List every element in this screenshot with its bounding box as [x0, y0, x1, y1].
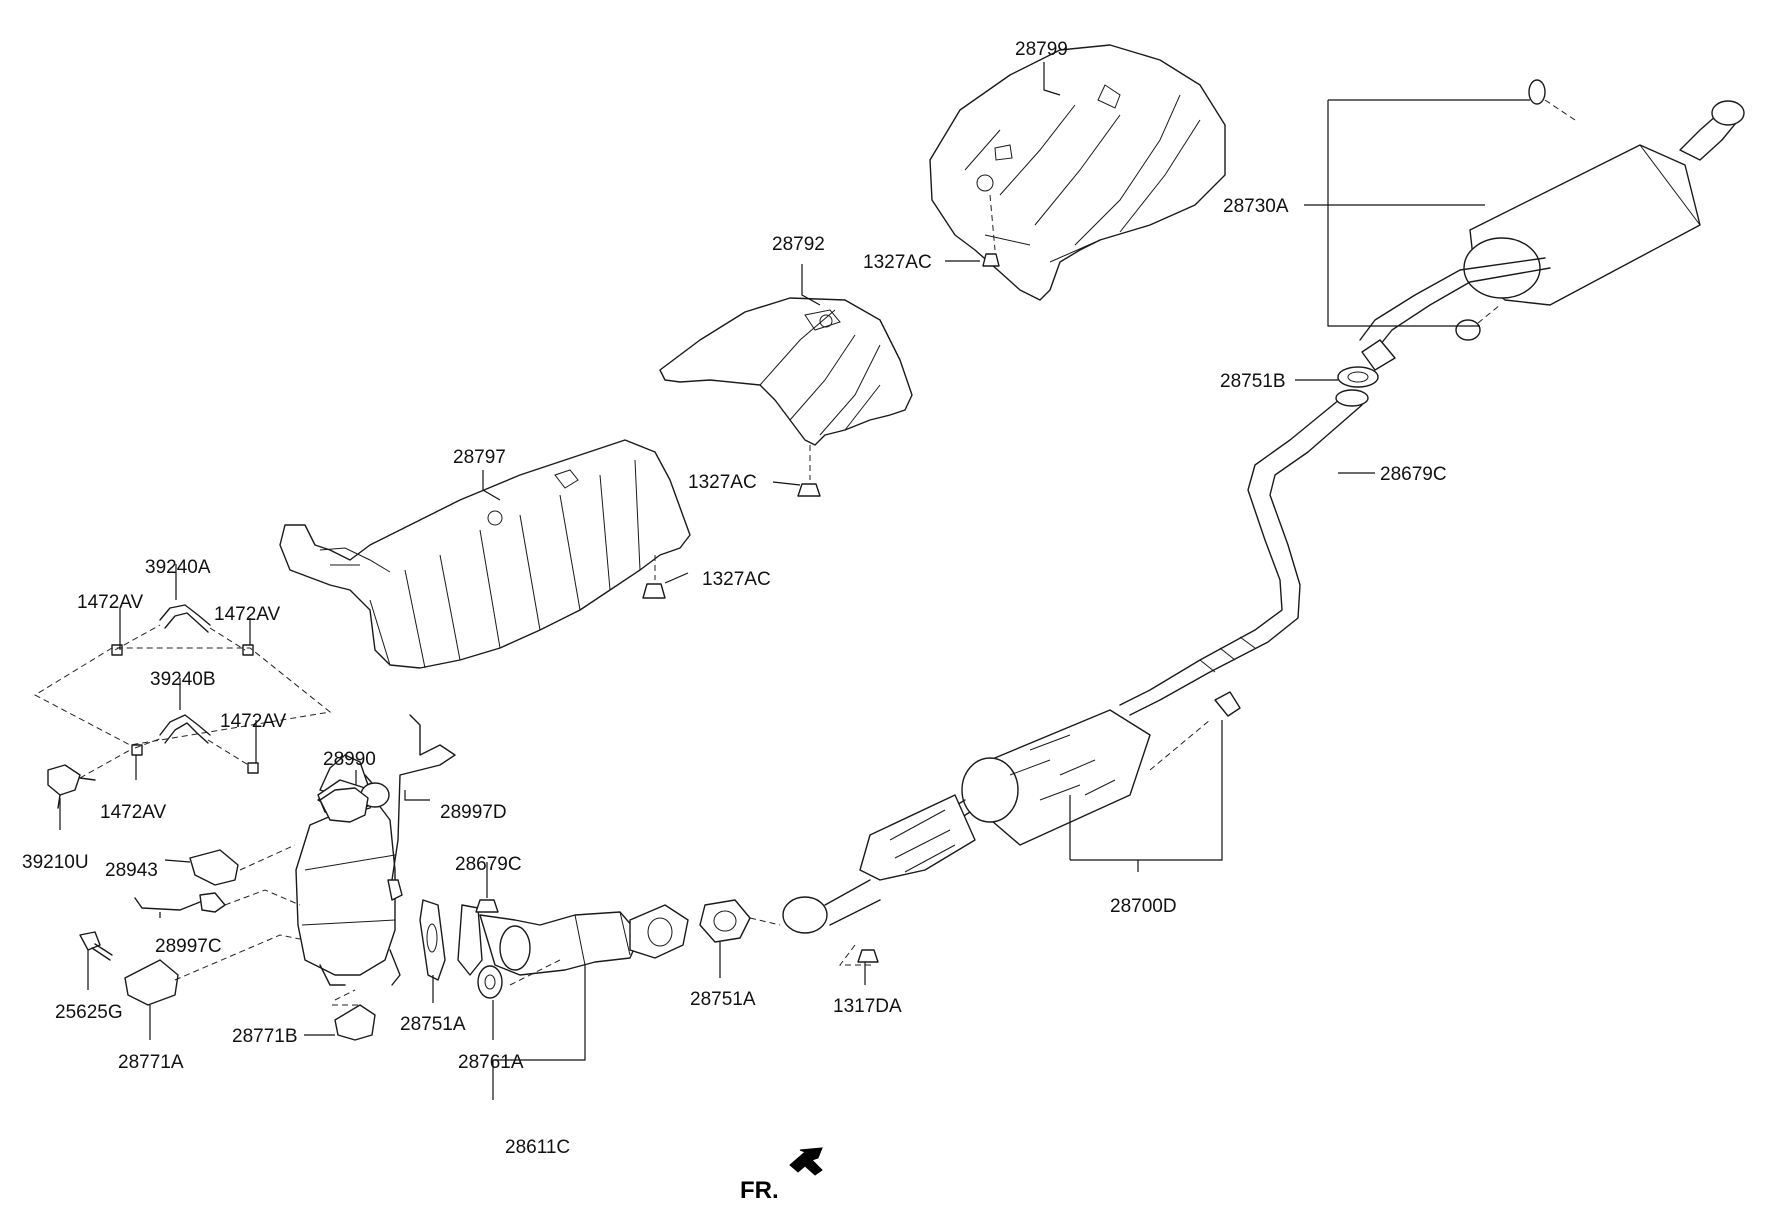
label-39210U: 39210U — [22, 852, 89, 873]
sensor-39210U — [47, 764, 96, 809]
label-28771B: 28771B — [232, 1026, 298, 1047]
pipe-28997D — [387, 714, 456, 901]
label-28751A: 28751A — [690, 989, 756, 1010]
label-28797: 28797 — [453, 447, 506, 468]
bracket-28771A — [124, 959, 179, 1006]
label-28611C: 28611C — [505, 1137, 570, 1158]
label-28761A: 28761A — [458, 1052, 524, 1073]
label-28679C: 28679C — [455, 854, 522, 875]
gasket-28751A-left — [419, 899, 446, 981]
label-28679C: 28679C — [1380, 464, 1447, 485]
bolt-25625G — [79, 931, 113, 961]
label-28792: 28792 — [772, 234, 825, 255]
muffler-28730A — [1359, 79, 1745, 371]
heat-shield-28797 — [279, 439, 691, 669]
pipe-28997C — [134, 892, 226, 913]
label-39240A: 39240A — [145, 557, 211, 578]
leader-lines — [59, 62, 1530, 1100]
label-1327AC: 1327AC — [688, 472, 757, 493]
label-28997D: 28997D — [440, 802, 507, 823]
label-28997C: 28997C — [155, 936, 222, 957]
front-direction-indicator: FR. — [740, 1147, 823, 1204]
bracket-28943 — [189, 849, 239, 886]
nut-28679C-left — [475, 899, 499, 913]
label-28751B: 28751B — [1220, 371, 1286, 392]
label-1472AV: 1472AV — [77, 592, 144, 613]
label-1472AV: 1472AV — [214, 604, 281, 625]
label-1472AV: 1472AV — [220, 711, 287, 732]
part-labels: 28799 28730A 1327AC 28792 28751B 28679C … — [22, 39, 1447, 1158]
label-1472AV: 1472AV — [100, 802, 167, 823]
nut-1317DA — [839, 944, 879, 966]
label-28700D: 28700D — [1110, 896, 1177, 917]
dashed-installation-lines — [33, 624, 781, 1006]
label-28771A: 28771A — [118, 1052, 184, 1073]
gasket-28751B — [1337, 366, 1379, 388]
label-1327AC: 1327AC — [702, 569, 771, 590]
label-39240B: 39240B — [150, 669, 216, 690]
gasket-28990 — [319, 787, 369, 823]
label-28943: 28943 — [105, 860, 158, 881]
label-28990: 28990 — [323, 749, 376, 770]
front-pipe-28611C — [457, 904, 689, 999]
label-25625G: 25625G — [55, 1002, 123, 1023]
label-1317DA: 1317DA — [833, 996, 902, 1017]
label-28799: 28799 — [1015, 39, 1068, 60]
label-28730A: 28730A — [1223, 196, 1289, 217]
front-label: FR. — [740, 1177, 779, 1204]
arrow-left-down-icon — [789, 1147, 823, 1176]
gasket-28751A-right — [699, 899, 751, 943]
label-1327AC: 1327AC — [863, 252, 932, 273]
pipe-28700D — [782, 389, 1369, 934]
bracket-28771B — [334, 1004, 376, 1041]
heat-shield-28792 — [659, 297, 913, 497]
hoses-clamps — [111, 604, 259, 774]
label-28751A: 28751A — [400, 1014, 466, 1035]
heat-shield-28799 — [929, 44, 1226, 301]
